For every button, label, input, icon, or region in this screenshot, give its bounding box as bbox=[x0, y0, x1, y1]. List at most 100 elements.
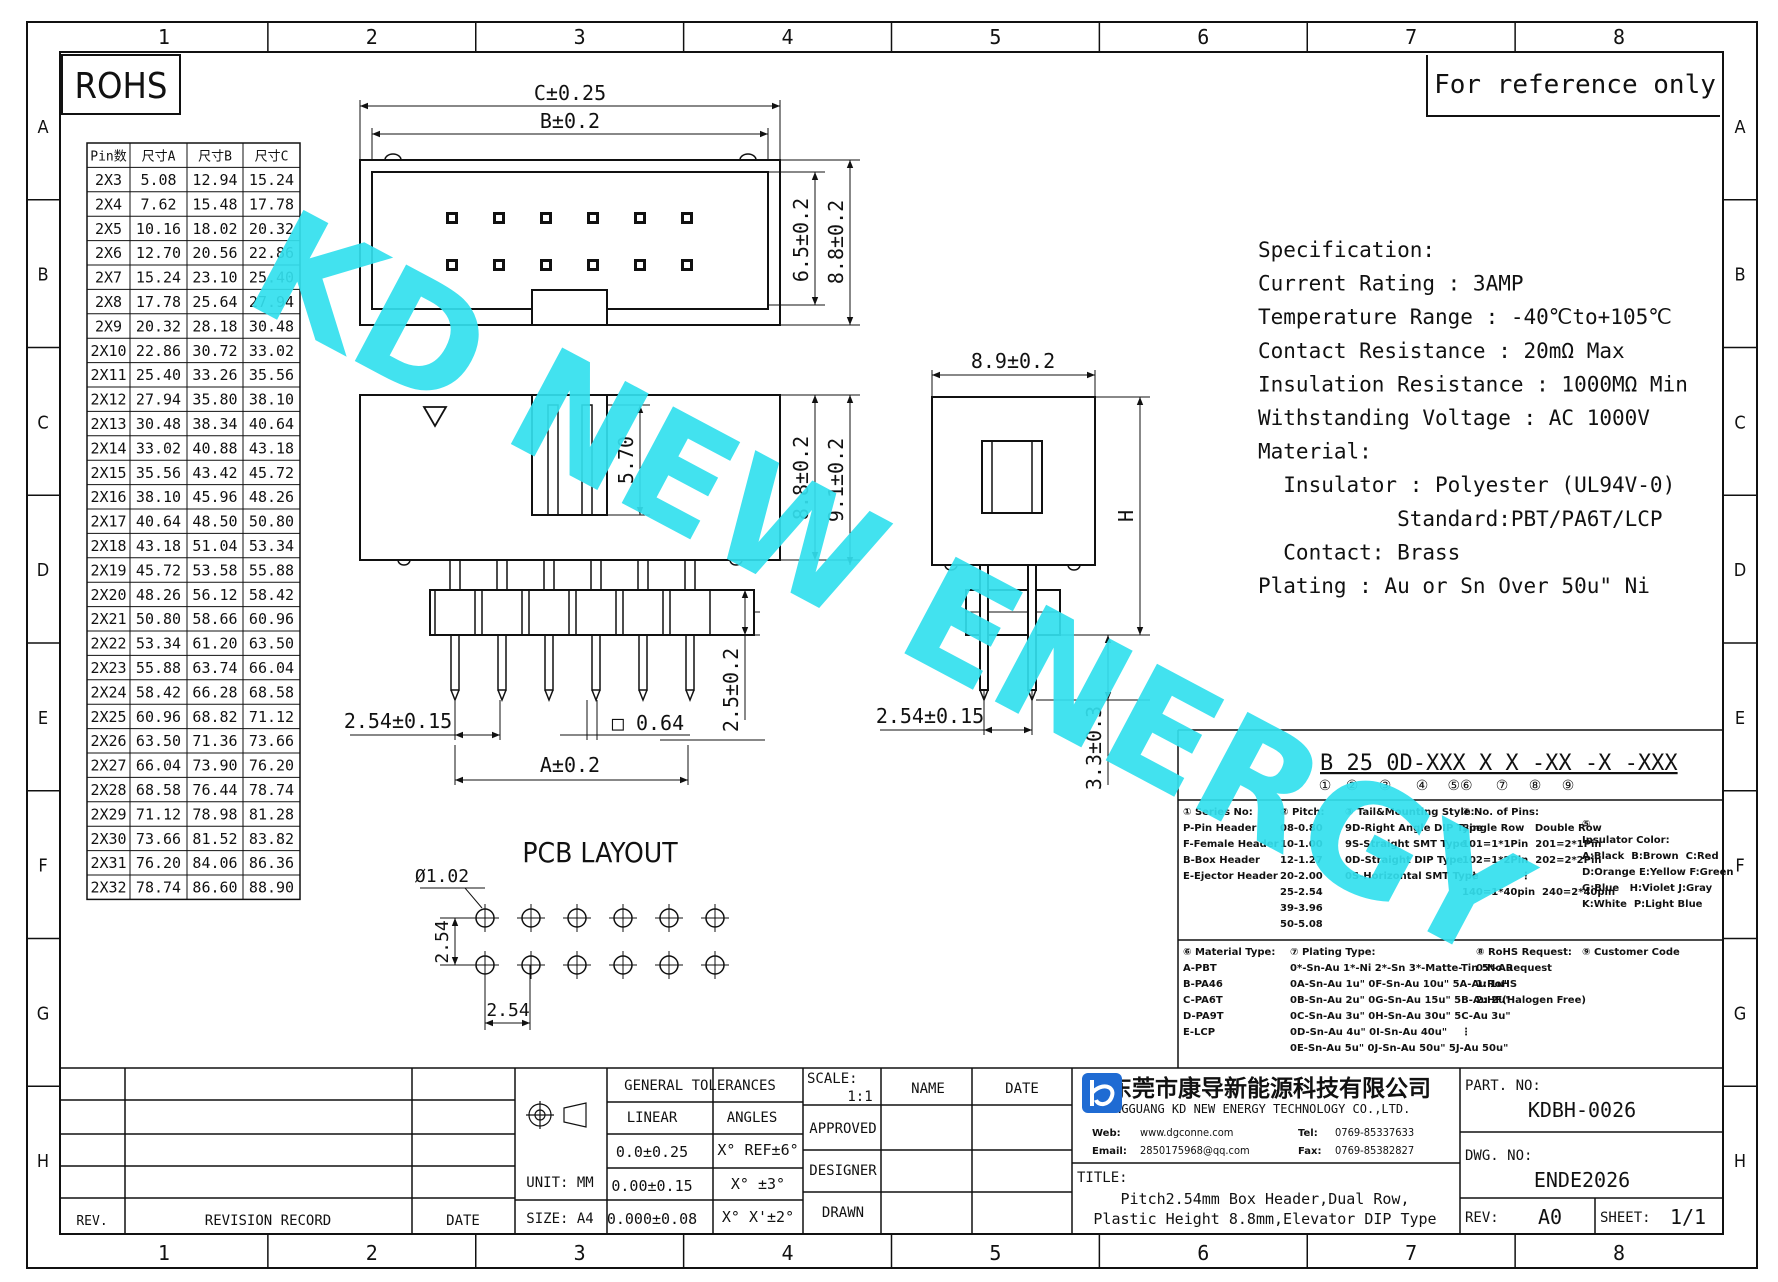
part-code-legend-line: ⑦ Plating Type: bbox=[1290, 947, 1376, 958]
dim-pitch2-label: 2.54±0.15 bbox=[876, 704, 984, 728]
pin-table-cell: 76.20 bbox=[249, 757, 294, 775]
pin-table-cell: 2X14 bbox=[90, 439, 126, 457]
pin-table-cell: 56.12 bbox=[192, 586, 237, 604]
web-label: Web: bbox=[1092, 1128, 1121, 1139]
pin-table-cell: 30.48 bbox=[249, 317, 294, 335]
pin-lower bbox=[497, 634, 507, 691]
dim-c-label: C±0.25 bbox=[534, 81, 606, 105]
pin-table-cell: 25.40 bbox=[136, 366, 181, 384]
row-label-right: E bbox=[1735, 708, 1745, 729]
pin-table-cell: 15.48 bbox=[192, 195, 237, 213]
pin-table-cell: 33.02 bbox=[136, 439, 181, 457]
pin-table-cell: 33.26 bbox=[192, 366, 237, 384]
pin-table-cell: 68.58 bbox=[249, 683, 294, 701]
scale-label: SCALE: bbox=[807, 1071, 858, 1087]
part-code-legend-line: C-PA6T bbox=[1183, 995, 1223, 1006]
pin-table-header: 尺寸C bbox=[255, 150, 289, 165]
part-code-legend-line: 25-2.54 bbox=[1280, 887, 1323, 898]
pin-table-cell: 2X32 bbox=[90, 879, 126, 897]
pin-table-cell: 2X15 bbox=[90, 464, 126, 482]
pin-table-cell: 23.10 bbox=[192, 269, 237, 287]
linear-header: LINEAR bbox=[627, 1110, 678, 1126]
col-label-bottom: 3 bbox=[574, 1241, 586, 1265]
pin-table-header: 尺寸A bbox=[142, 150, 176, 165]
pin-table-cell: 2X23 bbox=[90, 659, 126, 677]
part-code-legend-line: ⑥ Material Type: bbox=[1183, 947, 1275, 958]
projection-symbol bbox=[526, 1101, 587, 1129]
part-code-legend-line: E-LCP bbox=[1183, 1027, 1215, 1038]
pin-table-cell: 58.42 bbox=[136, 683, 181, 701]
spec-line: Standard:PBT/PA6T/LCP bbox=[1258, 507, 1663, 531]
pin-table-cell: 2X19 bbox=[90, 561, 126, 579]
part-code-legend-line: ④ No. of Pins: bbox=[1462, 807, 1539, 818]
part-code-legend-line: 0A-Sn-Au 1u" 0F-Sn-Au 10u" 5A-Au 1u" bbox=[1290, 979, 1509, 990]
pin-tip bbox=[497, 689, 507, 703]
dim-h-label: H bbox=[1114, 510, 1138, 522]
zone-ticks bbox=[27, 22, 1757, 1268]
part-code-index: ① bbox=[1319, 778, 1332, 794]
pin-table-cell: 2X31 bbox=[90, 854, 126, 872]
unit-label: UNIT: MM bbox=[526, 1175, 593, 1191]
company-name-cn: 东莞市康导新能源科技有限公司 bbox=[1109, 1075, 1431, 1102]
part-code-legend-line: E-Ejector Header bbox=[1183, 871, 1278, 882]
dim-25-label: 2.5±0.2 bbox=[719, 648, 743, 732]
row-label-left: D bbox=[37, 560, 49, 581]
pin-table-cell: 86.36 bbox=[249, 854, 294, 872]
pin-table-cell: 40.64 bbox=[249, 415, 294, 433]
pin-table-cell: 71.12 bbox=[249, 708, 294, 726]
pin-table-cell: 43.18 bbox=[249, 439, 294, 457]
pin-square-inner bbox=[637, 262, 643, 268]
pin-table-cell: 45.72 bbox=[136, 561, 181, 579]
row-label-left: E bbox=[38, 708, 48, 729]
pin-table-cell: 78.98 bbox=[192, 805, 237, 823]
col-label-bottom: 1 bbox=[158, 1241, 170, 1265]
sheet-label: SHEET: bbox=[1600, 1210, 1651, 1226]
pin-square-inner bbox=[449, 215, 455, 221]
pin-table-cell: 68.58 bbox=[136, 781, 181, 799]
part-code-legend-line: 102=1*2Pin 202=2*2Pin bbox=[1462, 855, 1602, 866]
pin-table-cell: 53.34 bbox=[136, 635, 181, 653]
dim-pitch2: 2.54±0.15 bbox=[876, 690, 1033, 735]
pcb-v-label: 2.54 bbox=[432, 920, 453, 963]
pin-table-cell: 2X17 bbox=[90, 513, 126, 531]
pin-table-cell: 2X22 bbox=[90, 635, 126, 653]
pin-table-cell: 71.36 bbox=[192, 732, 237, 750]
part-code: B 25 0D-XXX X X -XX -X -XXX bbox=[1320, 751, 1678, 776]
pin-table-cell: 48.50 bbox=[192, 513, 237, 531]
pin-table-cell: 78.74 bbox=[136, 879, 181, 897]
pin-square-inner bbox=[449, 262, 455, 268]
dim-sq: □ 0.64 bbox=[560, 700, 690, 740]
pin-square-inner bbox=[684, 215, 690, 221]
dim-33-label: 3.3±0.3 bbox=[1082, 706, 1106, 790]
dim-570-label: 5.70 bbox=[614, 436, 638, 484]
pin-table-cell: 2X12 bbox=[90, 391, 126, 409]
part-code-legend-line: 39-3.96 bbox=[1280, 903, 1323, 914]
col-label-top: 7 bbox=[1405, 25, 1417, 49]
pin-square-inner bbox=[590, 262, 596, 268]
dim-33: 3.3±0.3 bbox=[1082, 635, 1112, 790]
pin-table-cell: 2X3 bbox=[95, 171, 122, 189]
pin-table-cell: 2X16 bbox=[90, 488, 126, 506]
col-label-top: 1 bbox=[158, 25, 170, 49]
part-code-legend-line: B-PA46 bbox=[1183, 979, 1223, 990]
pin-table-cell: 58.42 bbox=[249, 586, 294, 604]
col-label-bottom: 8 bbox=[1613, 1241, 1625, 1265]
pin-table-cell: 50.80 bbox=[136, 610, 181, 628]
pin-table-cell: 63.50 bbox=[136, 732, 181, 750]
rohs-label: ROHS bbox=[75, 66, 168, 107]
pin-table-cell: 86.60 bbox=[192, 879, 237, 897]
pin-table-cell: 43.18 bbox=[136, 537, 181, 555]
pin-lower bbox=[544, 634, 554, 691]
row-label-left: F bbox=[38, 856, 47, 877]
side-view bbox=[931, 370, 1150, 703]
pin-table-cell: 35.56 bbox=[136, 464, 181, 482]
pin-table-cell: 2X27 bbox=[90, 757, 126, 775]
pin-table-cell: 60.96 bbox=[249, 610, 294, 628]
pin-table-cell: 68.82 bbox=[192, 708, 237, 726]
pin-standoff bbox=[481, 589, 523, 636]
pin-lower bbox=[450, 634, 460, 691]
dim-88b-label: 8.8±0.2 bbox=[789, 436, 813, 520]
part-code-index: ⑨ bbox=[1562, 778, 1575, 794]
dim-89: 8.9±0.2 bbox=[932, 349, 1095, 379]
